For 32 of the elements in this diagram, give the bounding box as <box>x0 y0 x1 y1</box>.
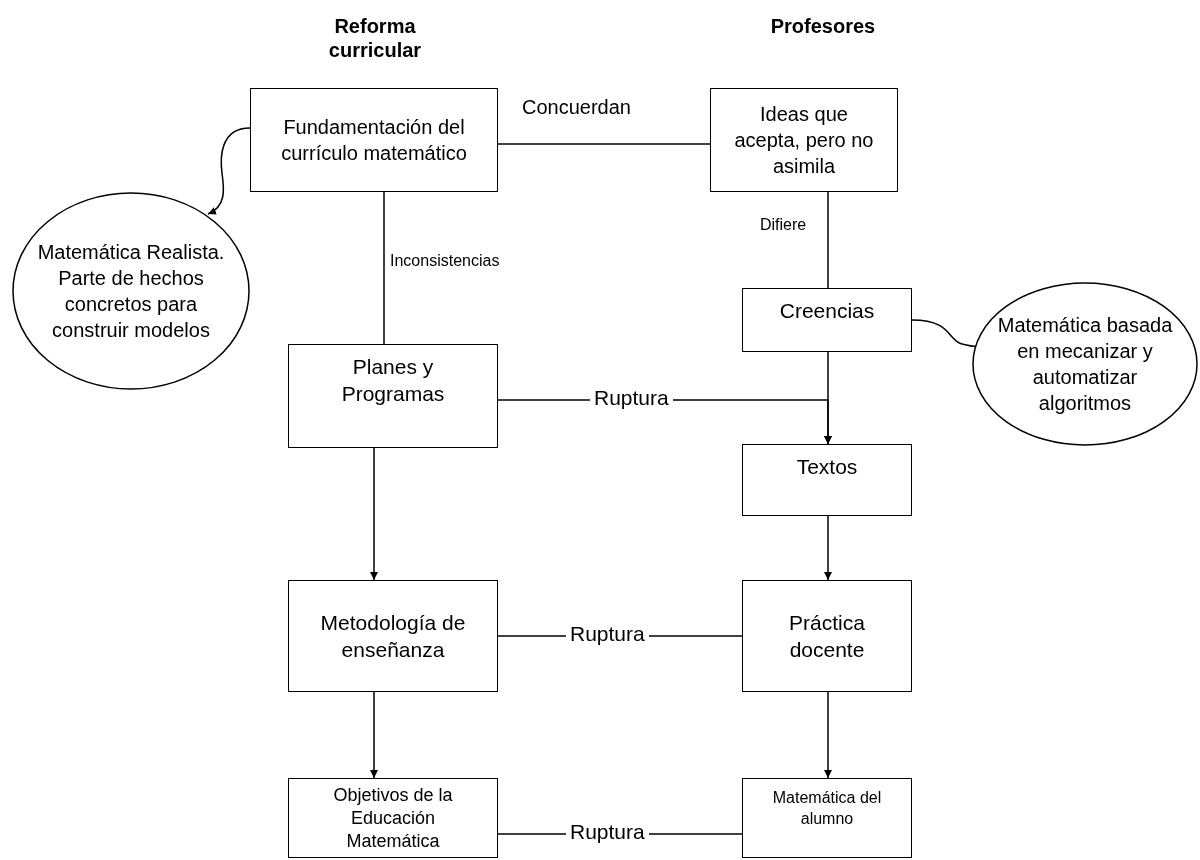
box-text: Matemática del alumno <box>771 788 883 829</box>
box-text: Objetivos de la Educación Matemática <box>332 783 454 853</box>
process-box <box>742 444 912 516</box>
arrow <box>824 691 832 779</box>
arrow <box>370 691 378 779</box>
box-text: Textos <box>796 454 858 480</box>
ellipse-text: Matemática Realista. Parte de hechos concretos para construir modelos <box>36 240 226 343</box>
process-box <box>742 288 912 352</box>
arrow <box>370 447 378 581</box>
process-box <box>288 344 498 448</box>
box-text: Ideas que acepta, pero no asimila <box>733 102 875 179</box>
box-text: Fundamentación del currículo matemático <box>280 115 468 166</box>
arrow <box>824 515 832 581</box>
process-box <box>742 580 912 692</box>
column-heading: Reforma curricular <box>327 14 423 62</box>
box-text: Creencias <box>779 298 875 324</box>
box-text: Planes y Programas <box>340 354 446 407</box>
process-box <box>288 778 498 858</box>
box-text: Práctica docente <box>788 610 866 663</box>
ellipse-text: Matemática basada en mecanizar y automatizar algoritmos <box>996 313 1174 416</box>
connector-line <box>827 191 829 289</box>
connector-line <box>383 191 385 345</box>
box-text: Metodología de enseñanza <box>319 610 467 663</box>
process-box <box>710 88 898 192</box>
process-box <box>288 580 498 692</box>
ellipse-node <box>12 192 250 390</box>
column-heading: Profesores <box>769 14 877 38</box>
arrow <box>207 127 251 215</box>
ellipse-node <box>972 282 1198 446</box>
process-box <box>250 88 498 192</box>
process-box <box>742 778 912 858</box>
connector-line <box>497 143 711 145</box>
